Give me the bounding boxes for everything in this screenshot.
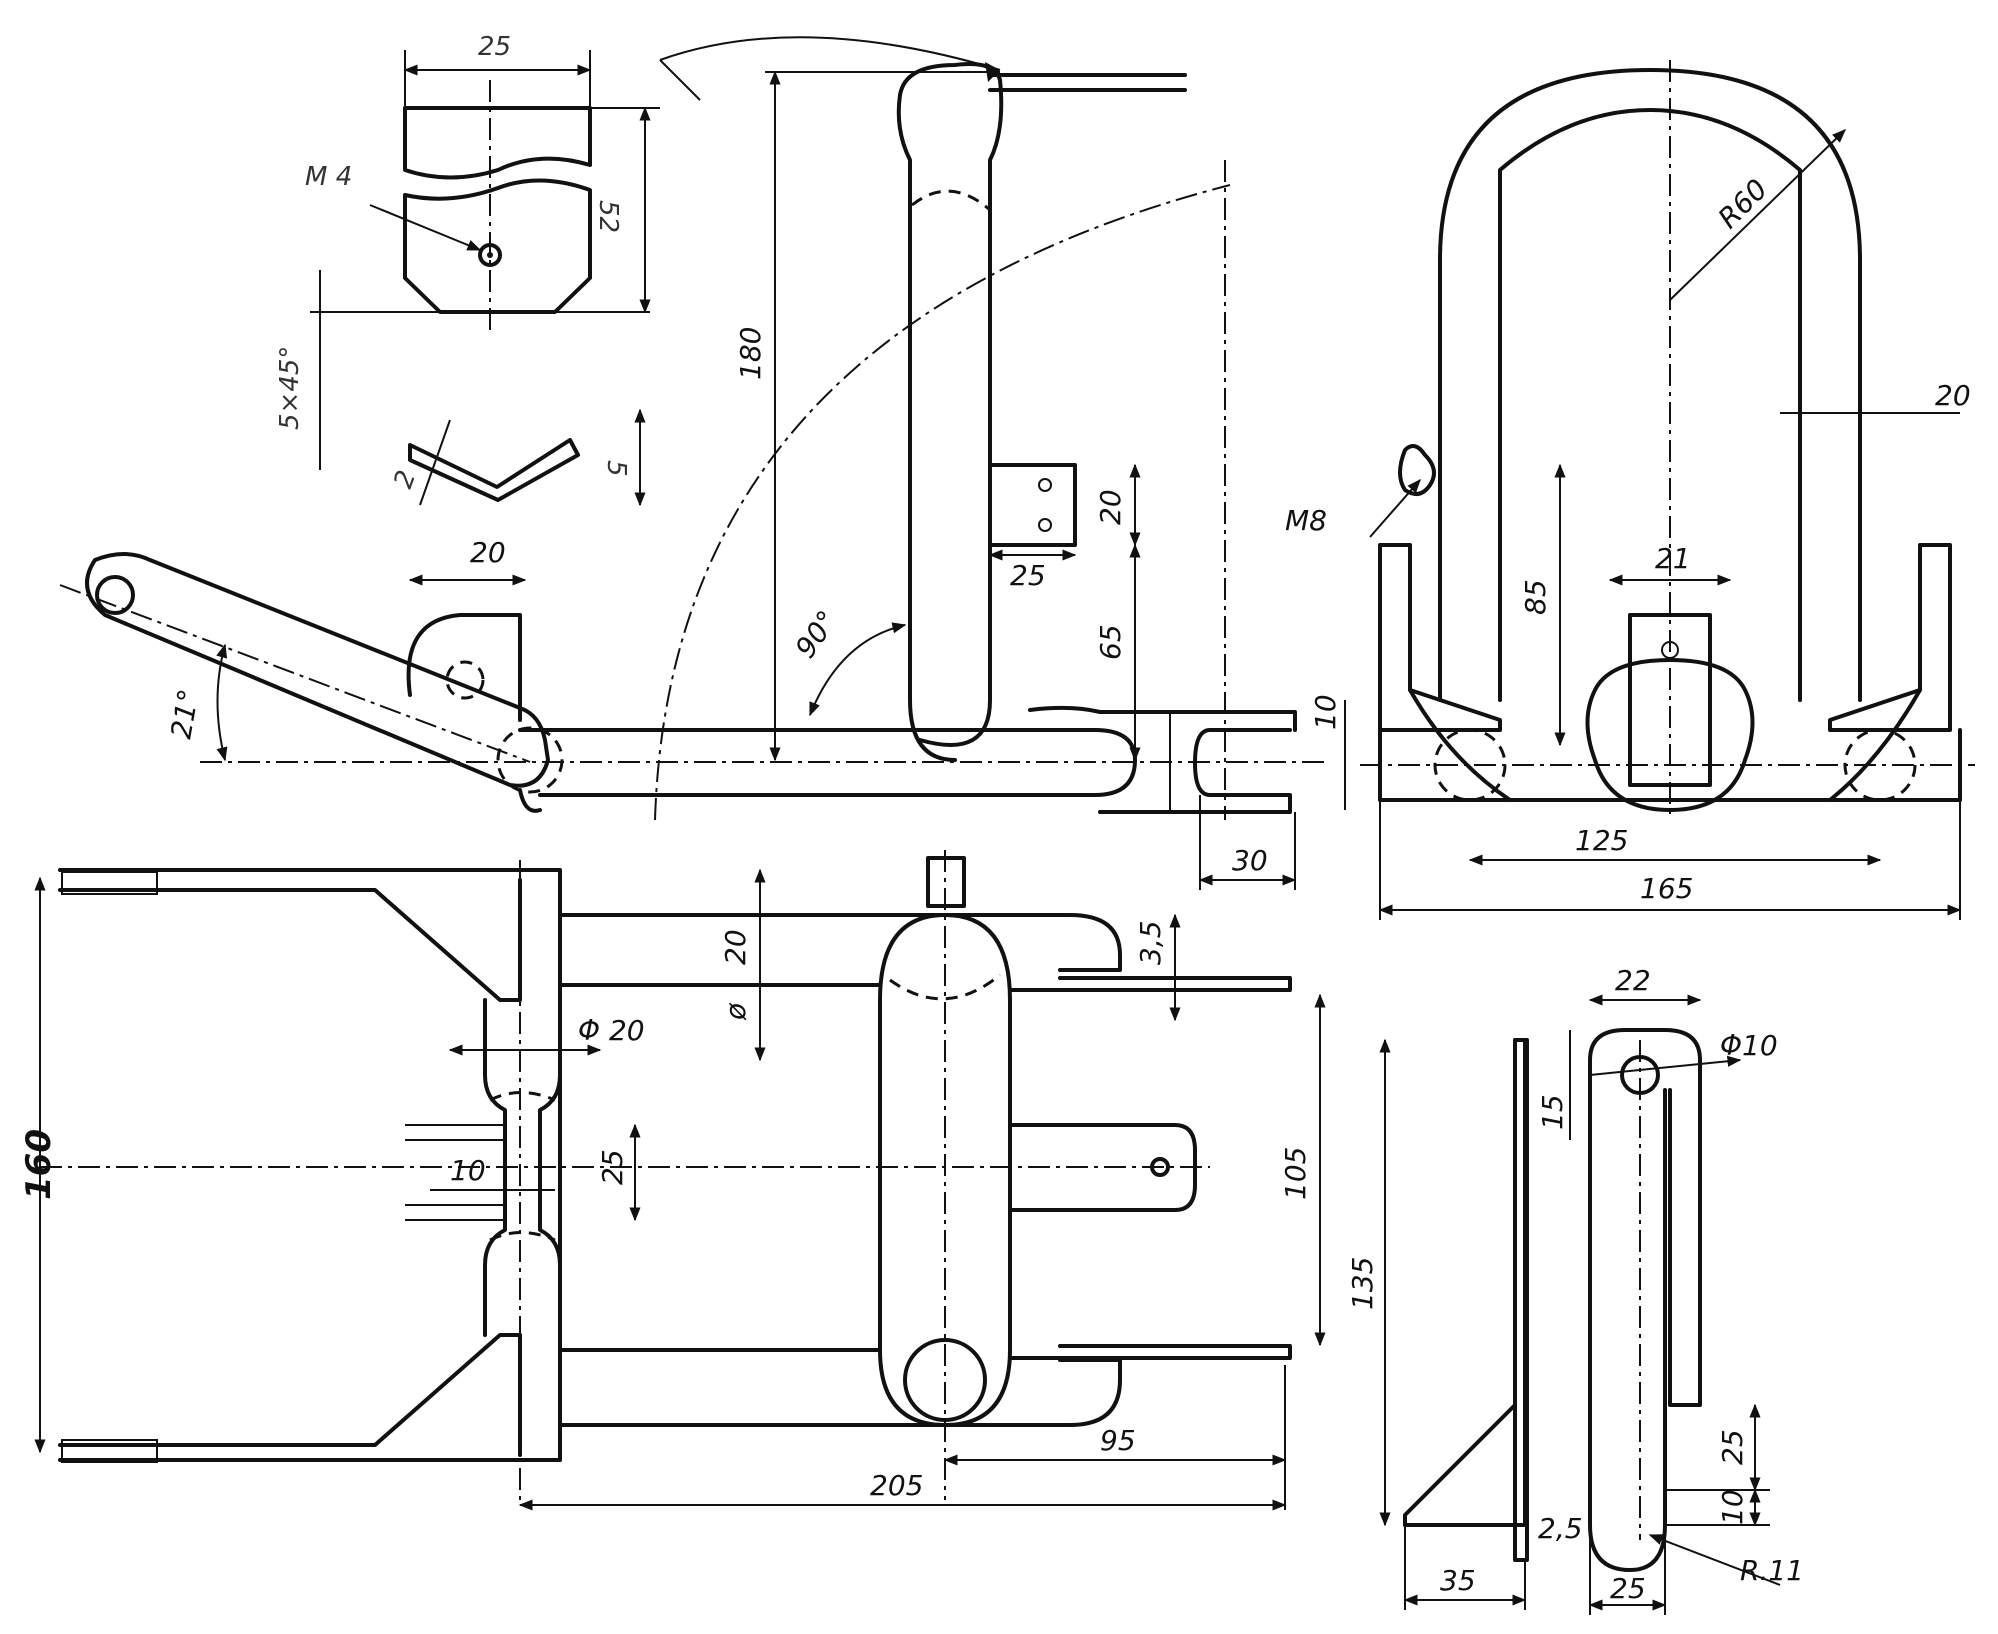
lever-view: 22 Φ10 15 135 25 10 2,5 R.11 35 25 xyxy=(1346,964,1804,1615)
tube-dia-label: Φ 20 xyxy=(578,1014,645,1047)
inner-label: 125 xyxy=(1575,824,1628,857)
left-bracket xyxy=(406,613,522,722)
plate-thread-leader xyxy=(369,204,482,251)
arm-foot xyxy=(518,788,542,813)
front-right-foot xyxy=(1828,543,1952,732)
lever-bottom-label: 25 xyxy=(1610,1572,1646,1605)
post-upper-hidden xyxy=(889,973,1001,1001)
top-frame-outline xyxy=(58,868,562,1462)
lever-step2-label: 10 xyxy=(1716,1489,1749,1525)
upper-long-tube xyxy=(558,913,1122,987)
top-view: 160 Φ 20 20 ø 3,5 25 10 105 205 95 xyxy=(19,850,1326,1511)
lever-body-outline xyxy=(1588,1058,1667,1572)
cross-tube-upper-hidden xyxy=(489,1091,556,1102)
lever-step1-label: 25 xyxy=(1716,1429,1749,1465)
wing-nut xyxy=(1398,444,1436,496)
rotation-arrow xyxy=(659,36,1001,101)
pin-width-label: 10 xyxy=(450,1154,486,1187)
cross-tube-left-edge xyxy=(483,998,507,1337)
detail-plate-view: 25 52 M 4 5×45° 2 5 xyxy=(275,32,1001,507)
arm-centerline xyxy=(59,584,531,763)
thickness-leader xyxy=(419,419,451,506)
lever-radius-leader xyxy=(1648,1534,1781,1586)
slot-width-label: 25 xyxy=(1010,559,1046,592)
upper-rod xyxy=(1008,976,1292,992)
angle-arm-label: 21° xyxy=(164,687,205,742)
plate-bent-section xyxy=(408,438,580,502)
lower-diagonal xyxy=(58,1333,522,1457)
lever-radius-label: R.11 xyxy=(1740,1554,1804,1587)
pin-spacing-label: 25 xyxy=(596,1149,629,1185)
side-view: 180 90° 21° 20 25 20 65 10 30 xyxy=(59,62,1346,890)
post-hidden-joint xyxy=(911,189,991,212)
lower-rod xyxy=(1008,1344,1292,1360)
offset-label: 65 xyxy=(1094,624,1127,660)
plate-thread-label: M 4 xyxy=(305,162,352,192)
lever-head-outline xyxy=(1588,1028,1702,1407)
gap-label: 3,5 xyxy=(1134,920,1167,965)
swing-arc xyxy=(654,184,1231,821)
plate-width-label: 25 xyxy=(478,32,511,62)
bracket-hole-bottom xyxy=(1038,518,1052,532)
lever-total-label: 135 xyxy=(1346,1257,1379,1310)
vertical-post xyxy=(896,62,1004,762)
left-bracket-hidden-hole xyxy=(445,660,485,700)
right-fork xyxy=(1028,705,1297,814)
outer-label: 165 xyxy=(1640,872,1693,905)
bolt-label: M8 xyxy=(1285,504,1327,537)
angle-right-arc xyxy=(809,622,907,717)
upper-end-pad xyxy=(61,871,158,895)
tube-side-label: 20 xyxy=(719,929,752,965)
height85-label: 85 xyxy=(1519,579,1552,615)
block-label: 21 xyxy=(1655,542,1691,575)
lever-hole-label: Φ10 xyxy=(1720,1029,1778,1062)
plate-upper-part xyxy=(403,106,592,180)
cross-tube-lower-hidden xyxy=(489,1231,556,1242)
pins xyxy=(405,1124,505,1221)
front-outer-arch xyxy=(1438,68,1862,702)
front-feet-braces xyxy=(1408,688,1922,802)
front-inner-arch xyxy=(1498,108,1802,702)
lever-hole-leader xyxy=(1589,1055,1742,1076)
overall-width-label: 160 xyxy=(19,1129,59,1200)
plate-thickness-label: 2 xyxy=(388,467,422,493)
lever-width-label: 22 xyxy=(1615,964,1651,997)
lever-gap-label: 2,5 xyxy=(1538,1512,1583,1545)
rear-label: 95 xyxy=(1100,1424,1136,1457)
tilted-arm xyxy=(85,552,550,788)
lever-side-profile xyxy=(1403,1038,1527,1527)
lower-end-pad xyxy=(61,1439,158,1463)
cross-tube-right-edge xyxy=(538,998,562,1337)
bolt-leader xyxy=(1369,478,1421,538)
bracket-width-label: 20 xyxy=(470,536,506,569)
plate-height-label: 52 xyxy=(593,200,623,233)
slot-height-label: 20 xyxy=(1094,489,1127,525)
plate-lower-part xyxy=(403,178,592,314)
span-label: 105 xyxy=(1279,1147,1312,1200)
thickness-label: 20 xyxy=(1935,379,1971,412)
height-label: 180 xyxy=(734,327,767,380)
radius-dim xyxy=(1669,129,1847,301)
lever-side-strip xyxy=(1513,1038,1529,1562)
front-view: R60 20 M8 85 21 125 165 xyxy=(1285,60,1975,920)
angle-arm-arc xyxy=(216,643,228,762)
plate-bend-label: 5 xyxy=(601,460,631,477)
tube-mark-label: ø xyxy=(719,1002,752,1021)
tube-label: 10 xyxy=(1309,694,1342,730)
end-label: 30 xyxy=(1232,844,1268,877)
lower-long-tube xyxy=(558,1348,1122,1427)
arm-pivot-hidden xyxy=(496,726,564,794)
length-label: 205 xyxy=(870,1469,923,1502)
arm-hole xyxy=(95,575,135,615)
lever-side-label: 35 xyxy=(1440,1564,1476,1597)
radius-label: R60 xyxy=(1712,173,1774,235)
lever-offset-label: 15 xyxy=(1536,1094,1569,1130)
plate-chamfer-label: 5×45° xyxy=(275,346,305,430)
bracket-hole-top xyxy=(1038,478,1052,492)
angle-right-label: 90° xyxy=(789,604,845,664)
post-bracket xyxy=(988,463,1077,547)
plate-hole-center xyxy=(487,252,493,258)
upper-diagonal xyxy=(58,878,522,1002)
